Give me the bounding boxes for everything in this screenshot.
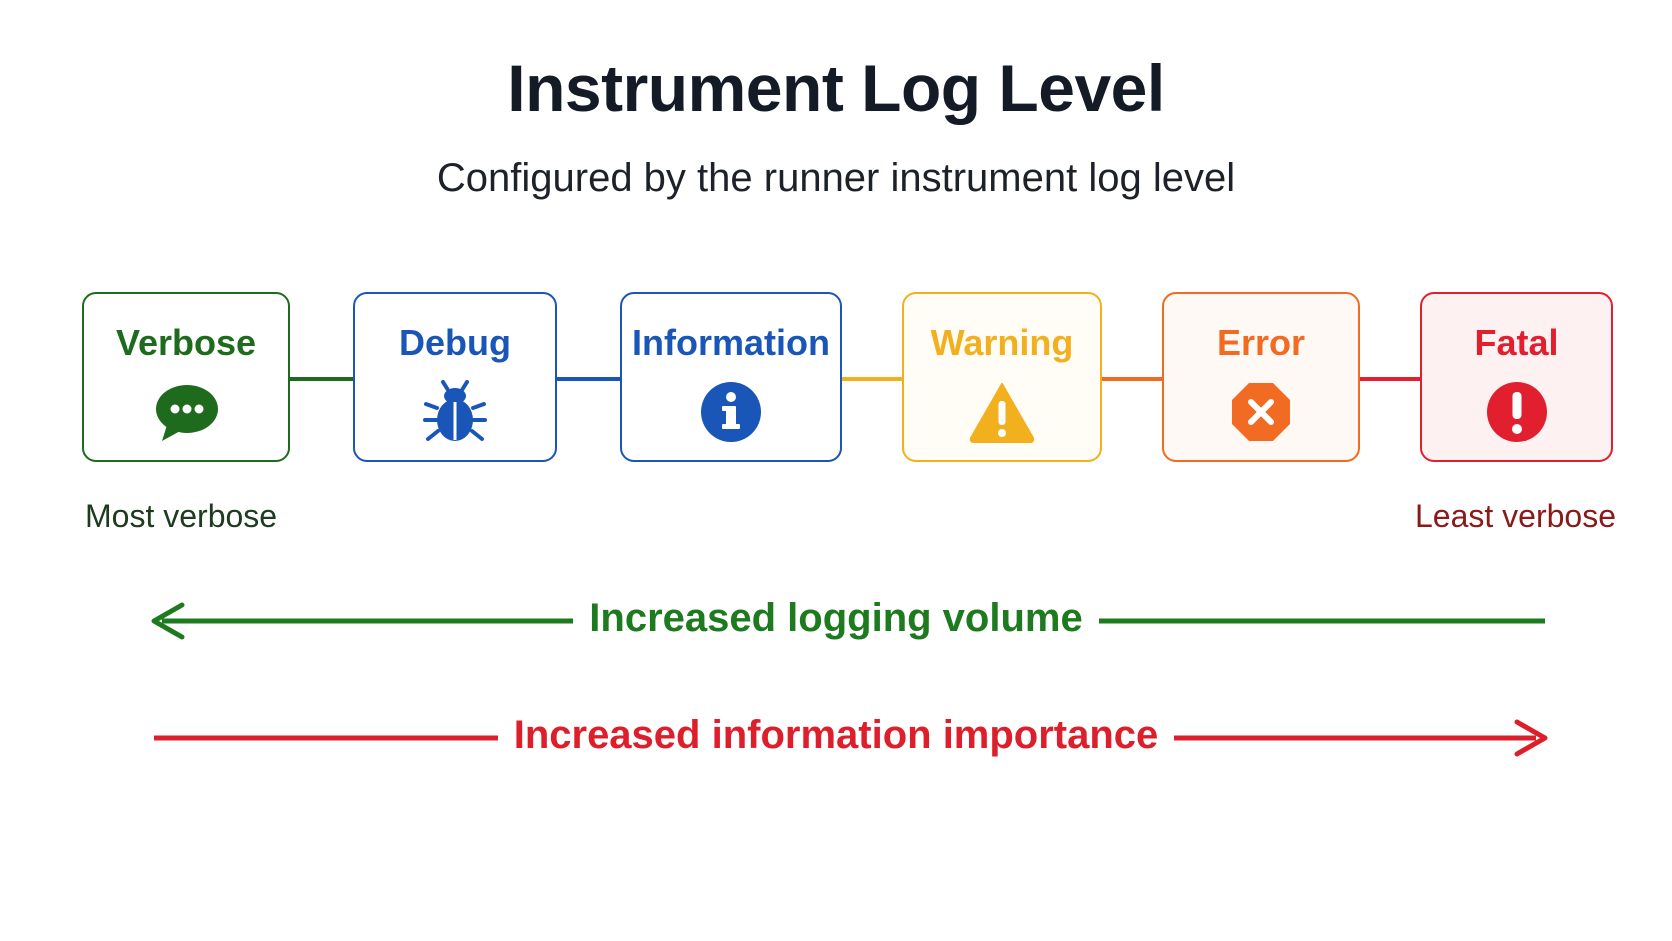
level-verbose: Verbose	[82, 292, 290, 462]
speech-bubble-icon	[152, 378, 220, 446]
level-label: Fatal	[1474, 322, 1559, 363]
least-verbose-label: Least verbose	[1414, 498, 1616, 534]
bug-icon	[421, 378, 489, 446]
arrow-head	[1514, 719, 1548, 757]
level-label: Debug	[399, 322, 511, 363]
connector-line	[840, 377, 904, 381]
level-label: Verbose	[115, 322, 257, 363]
exclamation-icon	[1483, 378, 1551, 446]
arrow-head	[151, 602, 185, 640]
info-icon	[697, 378, 765, 446]
level-label: Warning	[930, 322, 1074, 363]
level-information: Information	[620, 292, 842, 462]
most-verbose-label: Most verbose	[85, 498, 278, 534]
level-label: Information	[632, 322, 830, 363]
connector-line	[1100, 377, 1164, 381]
connector-line	[288, 377, 356, 381]
level-debug: Debug	[353, 292, 557, 462]
level-warning: Warning	[902, 292, 1102, 462]
level-fatal: Fatal	[1420, 292, 1613, 462]
connector-line	[555, 377, 623, 381]
warning-icon	[968, 378, 1036, 446]
error-x-icon	[1227, 378, 1295, 446]
logging-volume-label: Increased logging volume	[573, 596, 1099, 641]
diagram-title: Instrument Log Level	[507, 51, 1165, 125]
level-error: Error	[1162, 292, 1360, 462]
information-importance-label: Increased information importance	[497, 713, 1175, 758]
connector-line	[1358, 377, 1422, 381]
diagram-subtitle: Configured by the runner instrument log …	[436, 156, 1236, 200]
level-label: Error	[1216, 322, 1306, 363]
